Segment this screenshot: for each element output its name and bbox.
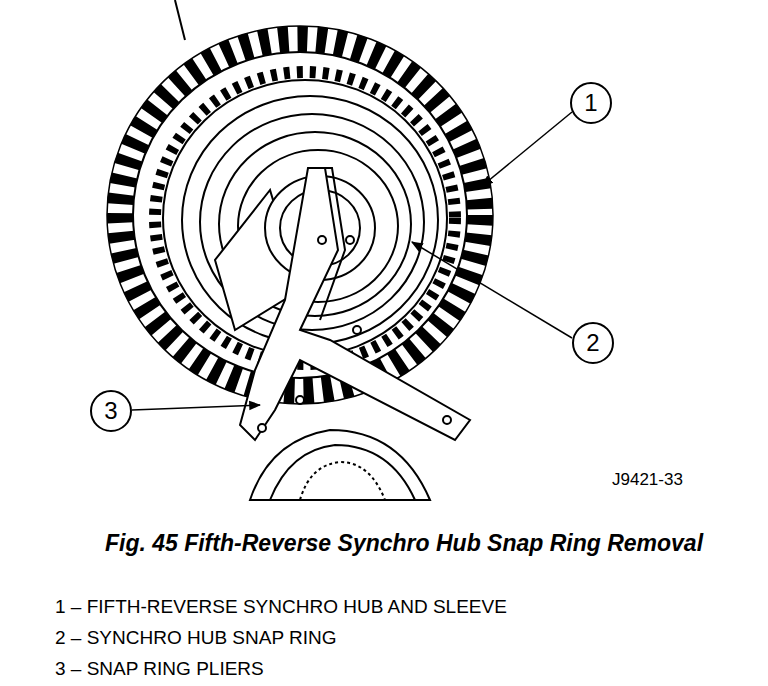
callout-number: 2: [586, 329, 599, 357]
callout-circle: 3: [90, 390, 132, 432]
legend-line: 3 – SNAP RING PLIERS: [55, 658, 264, 680]
callout-circle: 1: [570, 82, 612, 124]
callout-number: 1: [584, 89, 597, 117]
legend-line: 2 – SYNCHRO HUB SNAP RING: [55, 627, 337, 649]
figure-caption: Fig. 45 Fifth-Reverse Synchro Hub Snap R…: [84, 528, 724, 559]
callout-number: 3: [104, 397, 117, 425]
legend-line: 1 – FIFTH-REVERSE SYNCHRO HUB AND SLEEVE: [55, 596, 507, 618]
snap-ring-pliers: [240, 168, 470, 440]
callout-circle: 2: [572, 322, 614, 364]
leader-lines: [132, 112, 572, 410]
figure-code: J9421-33: [612, 470, 683, 490]
